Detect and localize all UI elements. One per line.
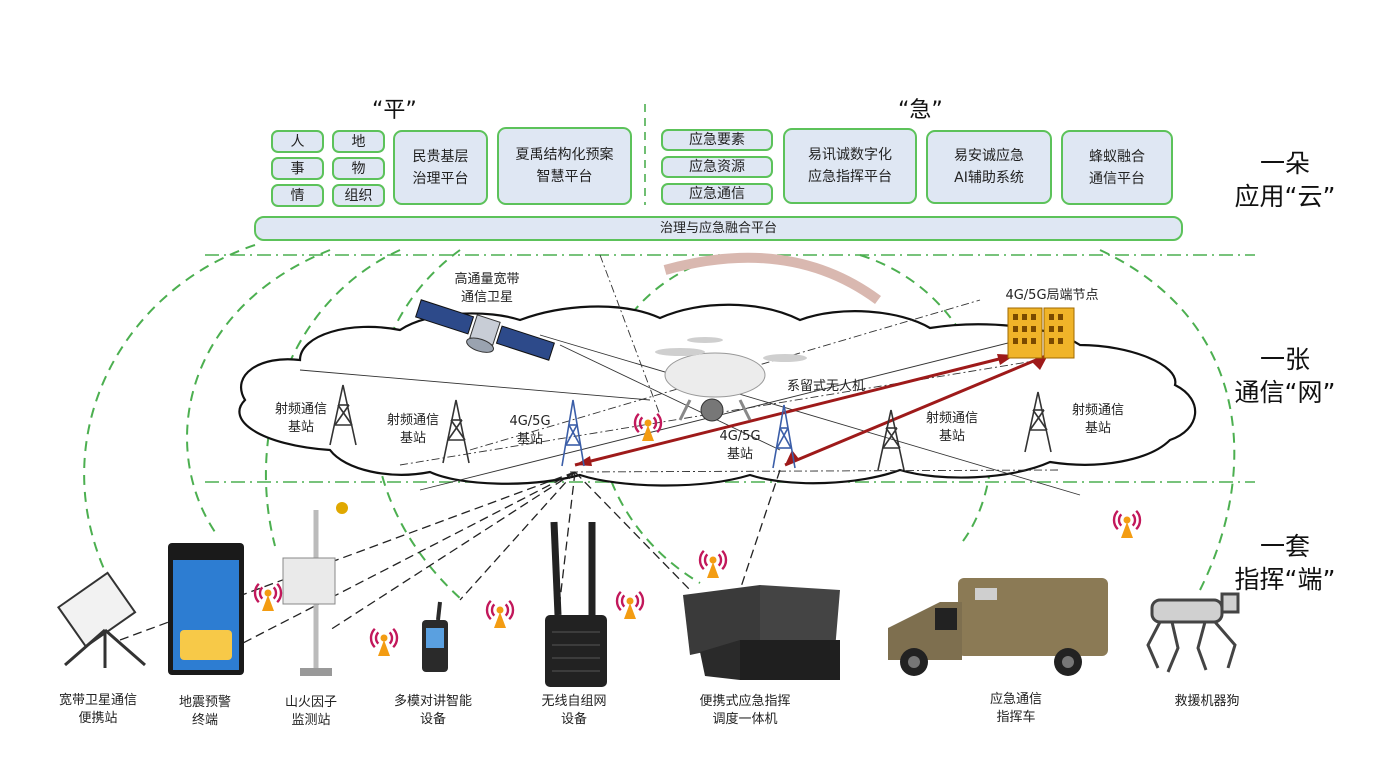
link-line — [299, 369, 651, 401]
rf-tower-icon — [329, 384, 357, 446]
rf-tower-icon — [442, 399, 470, 464]
link-line — [559, 344, 781, 451]
tier-network-label: 一张 通信“网” — [1234, 345, 1336, 407]
link-line — [569, 469, 1061, 473]
device-link — [119, 471, 576, 641]
wireless-signal-icon — [369, 627, 399, 656]
earthquake-terminal-icon — [168, 543, 244, 675]
wireless-signal-icon — [698, 549, 728, 578]
rf-station-label: 射频通信 基站 — [386, 413, 439, 446]
element-person: 人 — [271, 130, 324, 153]
fusion-platform-bar: 治理与应急融合平台 — [254, 216, 1183, 241]
cell-tower-icon — [561, 399, 585, 467]
device-label-command-vehicle: 应急通信 指挥车 — [989, 692, 1042, 725]
arrow-head — [1032, 355, 1048, 370]
device-link — [329, 471, 576, 631]
rf-station-label: 射频通信 基站 — [1071, 403, 1124, 436]
platform-structured-plan: 夏禹结构化预案 智慧平台 — [497, 127, 632, 205]
wireless-signal-icon — [633, 412, 663, 441]
satellite-label: 高通量宽带 通信卫星 — [454, 272, 520, 305]
command-vehicle-icon — [888, 578, 1108, 676]
device-label-command-laptop: 便携式应急指挥 调度一体机 — [699, 694, 791, 727]
link-line — [469, 299, 981, 451]
backhaul-link — [784, 353, 1049, 467]
drone-icon — [655, 337, 807, 422]
device-label-mesh-radio: 无线自组网 设备 — [541, 694, 607, 727]
coverage-arc — [1099, 249, 1236, 591]
bs-4g5g-label: 4G/5G 基站 — [719, 429, 761, 462]
rf-station-label: 射频通信 基站 — [925, 411, 978, 444]
command-laptop-icon — [683, 585, 840, 680]
element-event: 事 — [271, 157, 324, 180]
rf-station-label: 射频通信 基站 — [274, 402, 327, 435]
device-link — [559, 471, 576, 601]
satellite-icon — [415, 299, 555, 361]
robot-dog-icon — [1146, 592, 1240, 673]
rf-tower-icon — [1024, 391, 1052, 453]
element-organization: 组织 — [332, 184, 385, 207]
element-object: 物 — [332, 157, 385, 180]
platform-ai-assist: 易安诚应急 AI辅助系统 — [926, 130, 1052, 204]
device-link — [209, 471, 576, 661]
tier-cloud-label: 一朵 应用“云” — [1234, 149, 1336, 211]
element-emergency-factors: 应急要素 — [661, 129, 773, 151]
device-label-robot-dog: 救援机器狗 — [1174, 694, 1240, 709]
device-label-satellite-portable: 宽带卫星通信 便携站 — [58, 693, 137, 726]
fire-monitor-icon — [282, 502, 348, 676]
platform-grassroots-governance: 民贵基层 治理平台 — [393, 130, 488, 205]
link-line — [539, 334, 1081, 496]
wireless-signal-icon — [1112, 509, 1142, 538]
wireless-signal-icon — [615, 590, 645, 619]
drone-label: 系留式无人机 — [786, 379, 865, 394]
element-emergency-comms: 应急通信 — [661, 183, 773, 205]
link-line — [599, 254, 661, 416]
satellite-portable-icon — [56, 571, 146, 668]
platform-fusion-comms: 蜂蚁融合 通信平台 — [1061, 130, 1173, 205]
tier-terminal-label: 一套 指挥“端” — [1234, 532, 1336, 594]
intercom-device-icon — [422, 601, 448, 672]
wireless-signal-icon — [253, 582, 283, 611]
coverage-arc — [186, 249, 331, 533]
local-node-label: 4G/5G局端节点 — [1005, 288, 1099, 303]
element-situation: 情 — [271, 184, 324, 207]
device-link — [459, 471, 576, 601]
ping-header: “平” — [372, 98, 417, 123]
bs-4g5g-label: 4G/5G 基站 — [509, 414, 551, 447]
ji-header: “急” — [898, 98, 943, 123]
device-label-intercom: 多模对讲智能 设备 — [393, 694, 472, 727]
arrow-head — [785, 450, 799, 465]
mesh-radio-icon — [545, 521, 607, 687]
wireless-signal-icon — [485, 599, 515, 628]
device-link — [739, 469, 781, 591]
element-land: 地 — [332, 130, 385, 153]
backhaul-link — [574, 353, 1016, 467]
building-icon — [1007, 307, 1075, 359]
rf-tower-icon — [877, 409, 905, 471]
link-line — [419, 334, 1041, 491]
element-emergency-resources: 应急资源 — [661, 156, 773, 178]
coverage-arc — [83, 244, 256, 583]
device-label-earthquake-terminal: 地震预警 终端 — [178, 695, 231, 728]
platform-digital-command: 易讯诚数字化 应急指挥平台 — [783, 128, 917, 204]
device-label-fire-monitor: 山火因子 监测站 — [284, 695, 337, 728]
orbit-arc — [663, 252, 881, 305]
cell-tower-icon — [772, 404, 796, 469]
